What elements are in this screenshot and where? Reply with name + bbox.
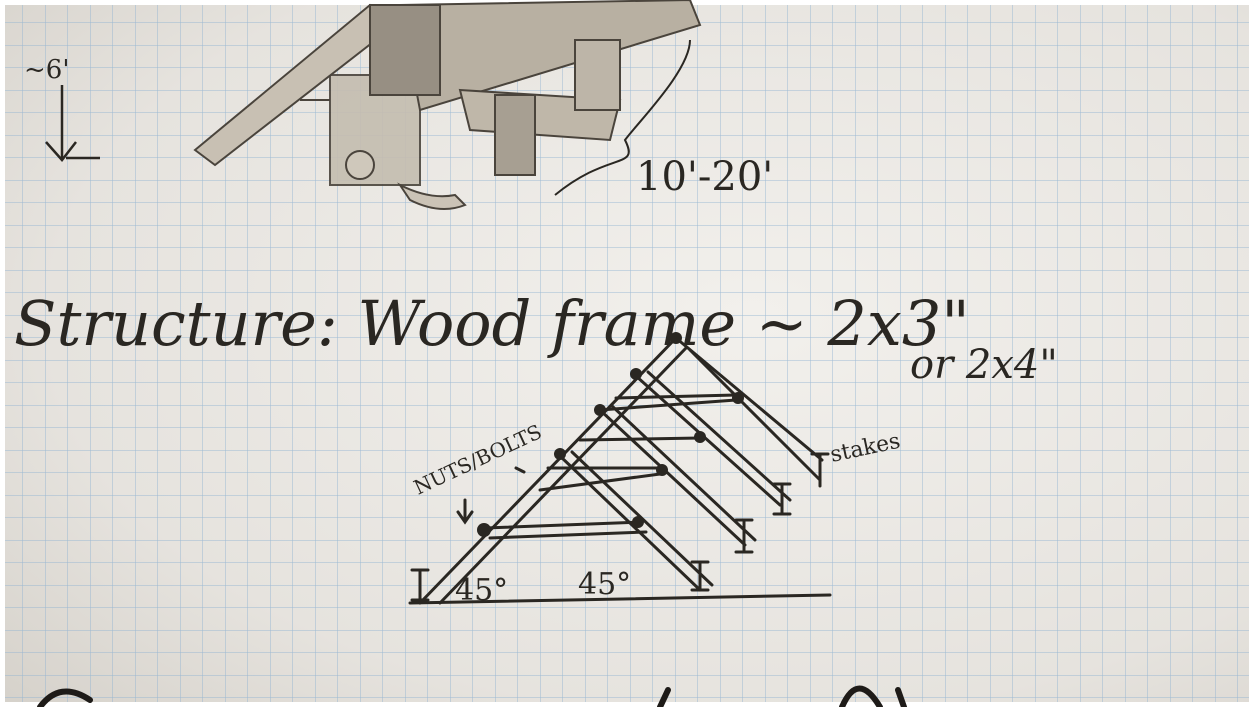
a-frame-drawing (408, 336, 832, 605)
structure-headline: Structure: Wood frame ~ 2x3" (14, 287, 970, 360)
height-label: ~6' (24, 55, 69, 85)
cropped-bottom-writing (37, 685, 907, 707)
angle-right-label: 45° (578, 567, 631, 602)
angle-left-label: 45° (455, 573, 508, 608)
alt-size-label: or 2x4" (910, 342, 1058, 388)
height-arrow (45, 85, 100, 162)
span-brace (554, 39, 691, 196)
bolt-dots (477, 332, 744, 537)
span-label: 10'-20' (636, 154, 773, 200)
top-machine-sketch (193, 0, 702, 210)
